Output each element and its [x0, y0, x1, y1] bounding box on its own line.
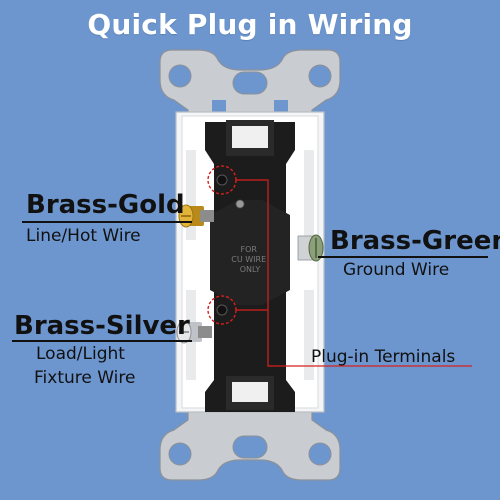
brass-silver-label: Brass-Silver [14, 311, 190, 341]
load-light-label: Load/Light [36, 344, 125, 364]
switch-body: FOR CU WIRE ONLY [205, 120, 295, 412]
brass-gold-rule [22, 221, 192, 223]
ground-wire-label: Ground Wire [343, 260, 450, 280]
mounting-strap-bottom [159, 401, 341, 481]
switch-housing [175, 111, 325, 413]
fixture-wire-label: Fixture Wire [34, 368, 136, 388]
brass-silver-rule [12, 340, 192, 342]
brass-silver-screw-icon [176, 320, 212, 344]
callout-lines [236, 179, 472, 367]
mounting-strap-top [159, 49, 341, 129]
brass-green-rule [318, 256, 488, 258]
switch-marking: FOR CU WIRE ONLY [231, 245, 268, 274]
brass-green-label: Brass-Green [330, 226, 500, 256]
line-hot-label: Line/Hot Wire [26, 226, 141, 246]
page-title: Quick Plug in Wiring [87, 8, 413, 41]
plug-in-terminals-label: Plug-in Terminals [311, 347, 456, 367]
brass-gold-label: Brass-Gold [26, 190, 185, 220]
terminal-screw-small [235, 199, 245, 209]
brass-green-screw-icon [297, 234, 324, 262]
